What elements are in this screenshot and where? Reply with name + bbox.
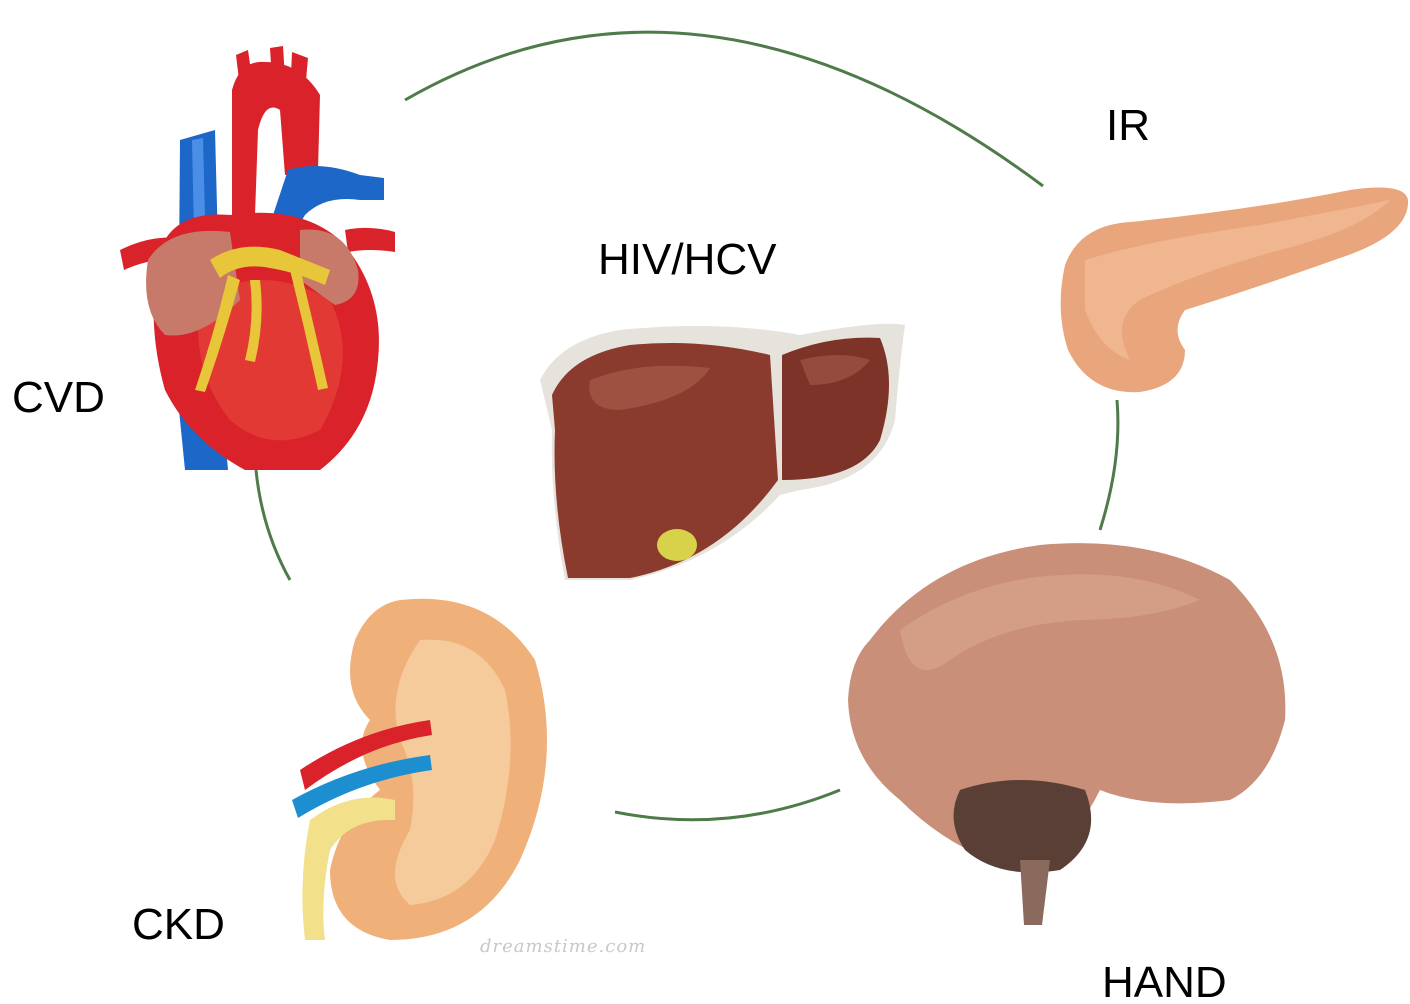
label-hand: HAND [1102, 961, 1227, 1004]
label-hiv-hcv: HIV/HCV [598, 238, 776, 282]
label-cvd: CVD [12, 376, 105, 420]
label-ir: IR [1106, 104, 1150, 148]
watermark-text: dreamstime.com [480, 936, 646, 957]
label-ckd: CKD [132, 903, 225, 947]
